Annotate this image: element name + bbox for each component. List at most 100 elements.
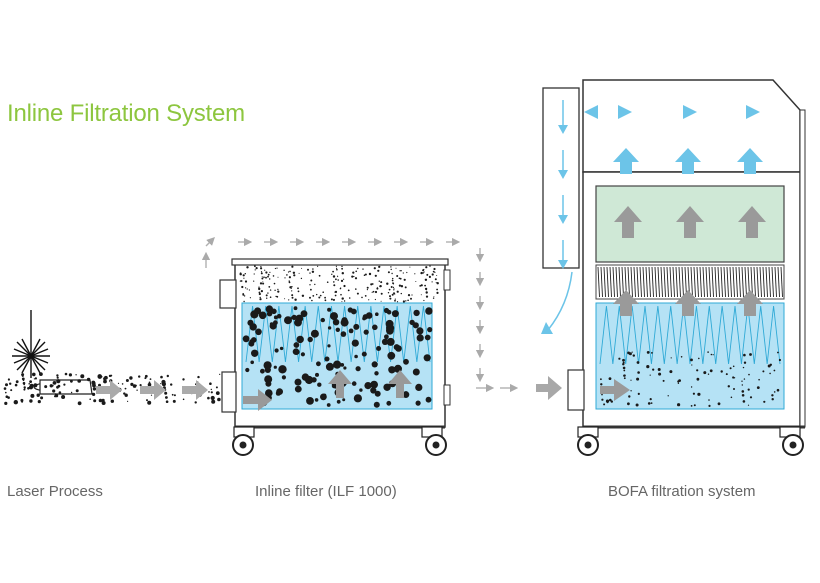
dust-particle	[627, 402, 630, 406]
dust-particle	[627, 351, 630, 355]
dust-particle	[741, 380, 743, 382]
dust-particle	[333, 284, 336, 287]
dust-particle	[124, 387, 127, 390]
dust-particle	[729, 367, 732, 370]
dust-particle	[264, 269, 266, 271]
dust-particle	[70, 379, 73, 383]
dust-particle	[717, 402, 721, 406]
dust-particle	[354, 277, 358, 280]
pleat-line	[765, 266, 768, 298]
pleat-line	[729, 266, 732, 298]
dust-particle	[103, 377, 106, 381]
dust-particle	[135, 384, 137, 387]
dust-particle	[392, 282, 394, 284]
dust-particle	[341, 265, 343, 268]
dust-particle	[393, 289, 395, 291]
dust-particle	[336, 267, 338, 269]
dust-particle	[258, 287, 261, 291]
dust-particle	[363, 329, 369, 335]
dust-particle	[40, 396, 44, 400]
dust-particle	[712, 354, 714, 356]
dust-particle	[63, 383, 66, 386]
dust-particle	[258, 291, 261, 293]
dust-particle	[309, 296, 311, 299]
dust-particle	[387, 292, 390, 294]
dust-particle	[650, 402, 653, 404]
dust-particle	[356, 292, 359, 295]
dust-particle	[732, 376, 735, 379]
dust-particle	[274, 348, 279, 353]
dust-particle	[368, 299, 370, 301]
pleat-line	[735, 266, 738, 298]
dust-particle	[242, 293, 245, 296]
dust-particle	[403, 358, 409, 365]
dust-particle	[294, 378, 302, 386]
dust-particle	[390, 266, 392, 268]
dust-particle	[269, 322, 277, 330]
dust-particle	[733, 388, 735, 390]
dust-particle	[277, 276, 279, 278]
dust-particle	[292, 271, 296, 274]
dust-particle	[340, 279, 344, 282]
dust-particle	[124, 393, 128, 397]
dust-particle	[374, 371, 379, 376]
dust-particle	[251, 349, 259, 357]
dust-particle	[254, 265, 256, 268]
dust-particle	[637, 392, 640, 395]
bofa-system	[541, 79, 806, 456]
dust-particle	[265, 389, 273, 397]
dust-particle	[267, 292, 269, 294]
dust-particle	[262, 281, 264, 283]
dust-particle	[610, 400, 613, 403]
caster-wheel-icon	[421, 426, 447, 456]
dust-particle	[323, 393, 327, 397]
dust-particle	[422, 269, 425, 272]
dust-particle	[318, 274, 321, 277]
dust-particle	[274, 267, 276, 270]
bofa-return-flow-arrows	[541, 100, 573, 334]
dust-particle	[352, 271, 355, 274]
dust-particle	[273, 282, 276, 285]
dust-particle	[394, 299, 396, 302]
dust-particle	[56, 374, 59, 377]
dust-particle	[680, 356, 683, 358]
dust-particle	[400, 285, 404, 288]
dust-particle	[341, 272, 344, 275]
dust-particle	[646, 365, 650, 369]
dust-particle	[769, 372, 771, 375]
pleat-line	[603, 266, 606, 298]
dust-particle	[242, 335, 250, 343]
dust-particle	[33, 378, 36, 380]
pleat-line	[654, 266, 657, 298]
dust-particle	[330, 312, 338, 321]
dust-particle	[771, 394, 774, 397]
dust-particle	[411, 294, 413, 296]
dust-particle	[217, 393, 219, 395]
dust-particle	[291, 286, 293, 288]
dust-particle	[773, 391, 776, 393]
dust-particle	[57, 384, 61, 388]
pleat-line	[738, 266, 741, 298]
dust-particle	[265, 380, 272, 387]
dust-particle	[269, 278, 271, 280]
dust-particle	[5, 391, 7, 394]
dust-particle	[433, 267, 436, 271]
dust-particle	[698, 357, 700, 360]
dust-particle	[264, 366, 271, 373]
dust-particle	[340, 363, 345, 367]
dust-particle	[331, 273, 333, 275]
dust-particle	[15, 380, 19, 384]
dust-particle	[334, 294, 337, 297]
dust-particle	[292, 348, 300, 356]
dust-particle	[311, 270, 315, 273]
dust-particle	[386, 326, 394, 335]
dust-particle	[260, 271, 263, 273]
dust-particle	[332, 275, 336, 278]
dust-particle	[300, 310, 308, 318]
caption-laser-process: Laser Process	[7, 483, 103, 500]
dust-particle	[436, 288, 438, 291]
dust-particle	[374, 290, 378, 294]
dust-particle	[376, 346, 382, 351]
pleat-line	[723, 266, 726, 298]
dust-particle	[341, 267, 343, 270]
